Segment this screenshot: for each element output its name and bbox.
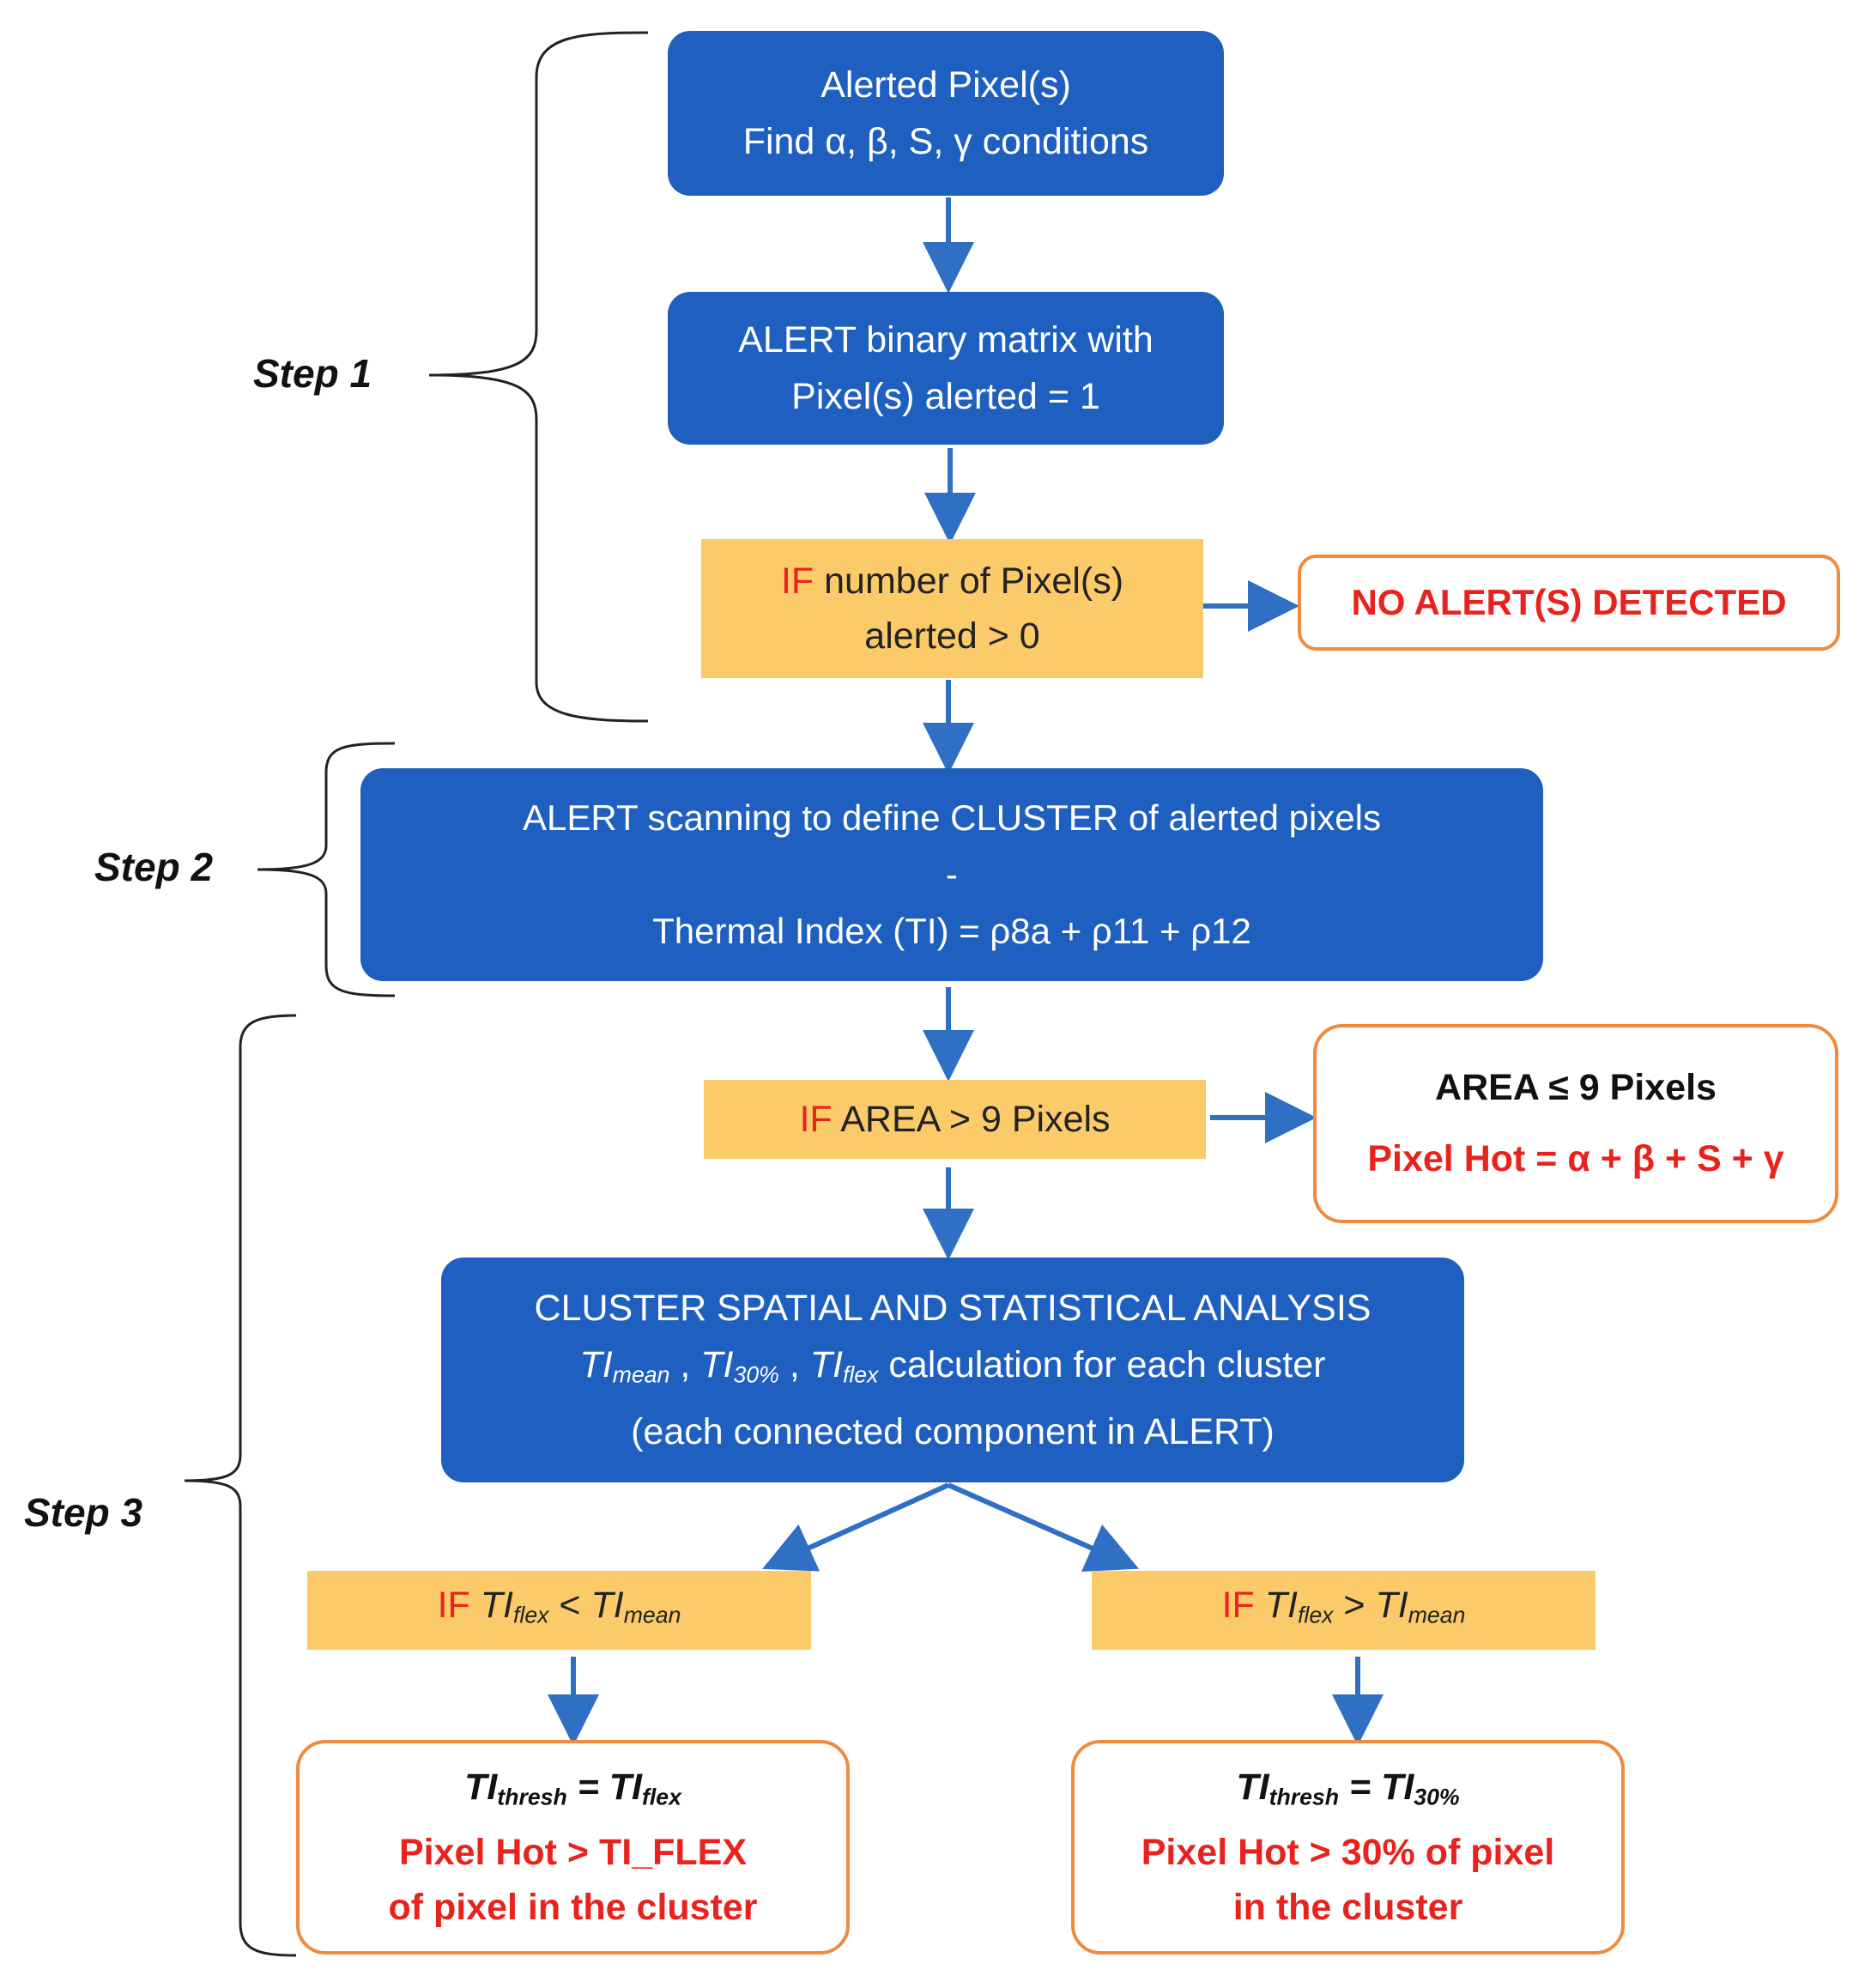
- pixel-count-condition-line2: alerted > 0: [864, 615, 1040, 657]
- ti-symbol: TI: [1381, 1767, 1414, 1809]
- alert-scanning-line1: ALERT scanning to define CLUSTER of aler…: [523, 797, 1381, 838]
- cluster-analysis-calc: TImean , TI30% , TIflex calculation for …: [580, 1336, 1326, 1403]
- brace-step2: [257, 742, 396, 997]
- step-2-label: Step 2: [94, 845, 214, 889]
- alert-binary-matrix-box: ALERT binary matrix with Pixel(s) alerte…: [668, 292, 1224, 445]
- result-flex-line3: of pixel in the cluster: [388, 1886, 758, 1928]
- area-condition-value: AREA > 9 Pixels: [840, 1099, 1111, 1140]
- brace-step1: [428, 31, 649, 723]
- if-keyword: IF: [1221, 1585, 1255, 1627]
- ti-30-subscript: 30%: [733, 1361, 779, 1388]
- ti-mean-subscript: mean: [1408, 1602, 1466, 1628]
- step-3-label: Step 3: [24, 1490, 143, 1535]
- ti-symbol: TI: [464, 1767, 498, 1809]
- ti-symbol: TI: [700, 1344, 734, 1386]
- area-condition-text: IF AREA > 9 Pixels: [799, 1092, 1110, 1147]
- cluster-analysis-title: CLUSTER SPATIAL AND STATISTICAL ANALYSIS: [534, 1288, 1372, 1330]
- ti-flex-subscript: flex: [842, 1361, 879, 1388]
- alert-binary-line1: ALERT binary matrix with: [738, 319, 1154, 361]
- alerted-pixels-line2: Find α, β, S, γ conditions: [742, 121, 1149, 162]
- area-small-result: Pixel Hot = α + β + S + γ: [1367, 1138, 1784, 1179]
- result-30-line2: Pixel Hot > 30% of pixel: [1141, 1831, 1555, 1873]
- ti-flex-subscript: flex: [642, 1784, 681, 1810]
- ti-symbol: TI: [480, 1585, 513, 1627]
- brace-step3: [184, 1014, 297, 1957]
- alerted-pixels-line1: Alerted Pixel(s): [821, 64, 1071, 106]
- cluster-analysis-note: (each connected component in ALERT): [631, 1410, 1275, 1452]
- thermal-index-formula: Thermal Index (TI) = ρ8a + ρ11 + ρ12: [652, 911, 1251, 951]
- area-condition-box: IF AREA > 9 Pixels: [704, 1080, 1206, 1159]
- ti-symbol: TI: [609, 1767, 642, 1809]
- arrow-box4-right: [947, 1482, 1139, 1572]
- flex-greater-than-mean-box: IF TIflex > TImean: [1092, 1571, 1596, 1650]
- result-flex-box: TIthresh = TIflex Pixel Hot > TI_FLEX of…: [296, 1740, 850, 1955]
- if-keyword: IF: [780, 561, 814, 602]
- alerted-pixels-box: Alerted Pixel(s) Find α, β, S, γ conditi…: [668, 31, 1224, 196]
- ti-symbol: TI: [1375, 1585, 1408, 1627]
- result-30-box: TIthresh = TI30% Pixel Hot > 30% of pixe…: [1071, 1740, 1625, 1955]
- alert-scanning-box: ALERT scanning to define CLUSTER of aler…: [360, 768, 1543, 981]
- result-flex-line2: Pixel Hot > TI_FLEX: [398, 1831, 747, 1873]
- no-alert-box: NO ALERT(S) DETECTED: [1298, 555, 1840, 651]
- ti-symbol: TI: [1264, 1585, 1298, 1627]
- if-keyword: IF: [437, 1585, 470, 1627]
- comparison-operator: >: [1343, 1585, 1365, 1627]
- ti-thresh-subscript: thresh: [497, 1784, 567, 1810]
- ti-symbol: TI: [809, 1344, 843, 1386]
- ti-flex-subscript: flex: [512, 1602, 549, 1628]
- equals-sign: =: [1348, 1767, 1372, 1809]
- ti-flex-subscript: flex: [1297, 1602, 1334, 1628]
- step-1-label: Step 1: [253, 351, 372, 396]
- ti-symbol: TI: [1236, 1767, 1269, 1809]
- ti-30-subscript: 30%: [1414, 1784, 1460, 1810]
- ti-mean-subscript: mean: [623, 1602, 681, 1628]
- arrow-box4-left: [762, 1482, 950, 1572]
- area-small-box: AREA ≤ 9 Pixels Pixel Hot = α + β + S + …: [1313, 1024, 1838, 1223]
- separator: ,: [680, 1344, 691, 1386]
- ti-symbol: TI: [590, 1585, 624, 1627]
- pixel-count-condition-line1: IF number of Pixel(s): [781, 554, 1123, 609]
- flex-less-than-mean-box: IF TIflex < TImean: [307, 1571, 811, 1650]
- pixel-count-condition-box: IF number of Pixel(s) alerted > 0: [701, 539, 1203, 678]
- ti-symbol: TI: [579, 1344, 613, 1386]
- if-keyword: IF: [799, 1099, 833, 1140]
- alert-binary-line2: Pixel(s) alerted = 1: [791, 376, 1100, 417]
- comparison-operator: <: [559, 1585, 581, 1627]
- separator: ,: [789, 1344, 800, 1386]
- no-alert-text: NO ALERT(S) DETECTED: [1351, 582, 1787, 622]
- pixel-count-text: number of Pixel(s): [824, 561, 1124, 602]
- equals-sign: =: [577, 1767, 599, 1809]
- flex-greater-than-mean-text: IF TIflex > TImean: [1222, 1578, 1466, 1643]
- alert-scanning-separator: -: [946, 854, 958, 894]
- area-small-title: AREA ≤ 9 Pixels: [1435, 1067, 1717, 1108]
- ti-thresh-30-formula: TIthresh = TI30%: [1236, 1760, 1459, 1825]
- ti-thresh-flex-formula: TIthresh = TIflex: [464, 1760, 681, 1825]
- ti-thresh-subscript: thresh: [1269, 1784, 1340, 1810]
- result-30-line3: in the cluster: [1232, 1886, 1463, 1928]
- flex-less-than-mean-text: IF TIflex < TImean: [438, 1578, 681, 1643]
- calculation-text: calculation for each cluster: [888, 1344, 1326, 1386]
- cluster-analysis-box: CLUSTER SPATIAL AND STATISTICAL ANALYSIS…: [441, 1258, 1464, 1482]
- ti-mean-subscript: mean: [612, 1361, 670, 1388]
